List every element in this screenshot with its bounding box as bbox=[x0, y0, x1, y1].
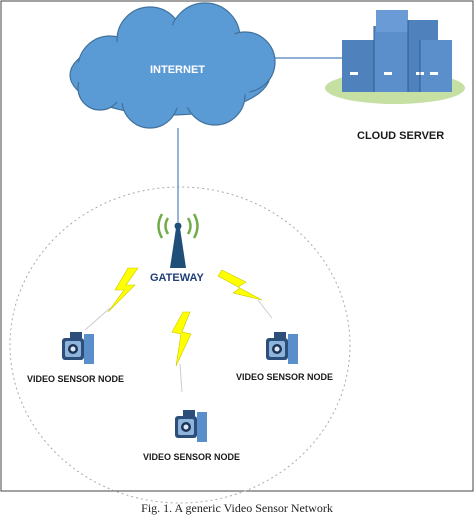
camera-icon bbox=[175, 410, 207, 442]
internet-label: INTERNET bbox=[150, 64, 205, 76]
lightning-icon bbox=[217, 269, 263, 301]
server-rack-icon bbox=[325, 10, 465, 104]
lightning-icon bbox=[107, 267, 139, 313]
figure-caption: Fig. 1. A generic Video Sensor Network bbox=[141, 501, 333, 515]
video-sensor-node-label: VIDEO SENSOR NODE bbox=[143, 452, 241, 462]
signal-line bbox=[179, 363, 183, 393]
camera-icon bbox=[62, 332, 94, 364]
cloud-server-label: CLOUD SERVER bbox=[357, 130, 445, 142]
gateway-label: GATEWAY bbox=[150, 272, 204, 284]
video-sensor-node-label: VIDEO SENSOR NODE bbox=[27, 374, 125, 384]
coverage-area-circle bbox=[9, 186, 351, 504]
lightning-icon bbox=[171, 311, 192, 367]
signal-line bbox=[84, 307, 111, 331]
signal-line bbox=[257, 299, 273, 319]
camera-icon bbox=[266, 332, 298, 364]
antenna-icon bbox=[157, 213, 199, 268]
video-sensor-node-label: VIDEO SENSOR NODE bbox=[236, 372, 334, 382]
